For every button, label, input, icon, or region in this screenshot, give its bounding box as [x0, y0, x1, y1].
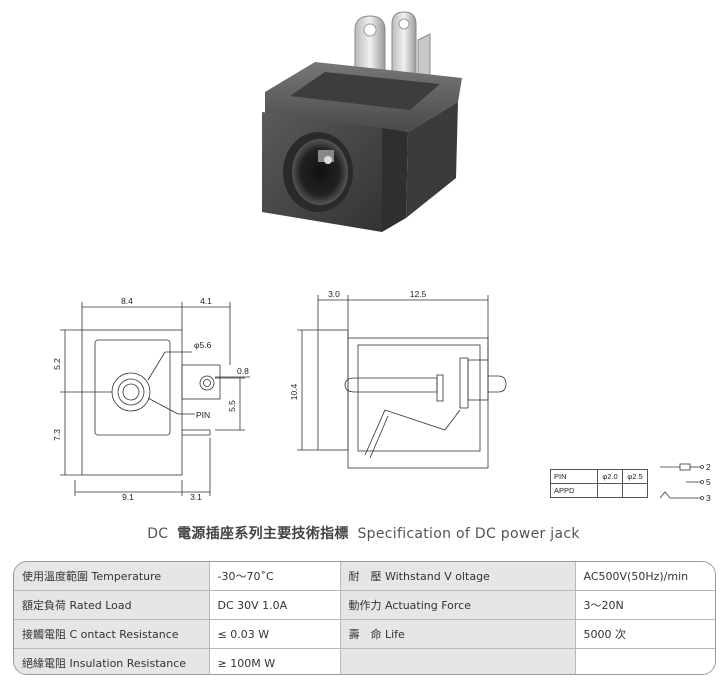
title-prefix: DC [147, 526, 169, 542]
spec-label: 耐 壓 Withstand V oltage [340, 562, 576, 591]
table-row: 使用溫度範圍 Temperature -30～70˚C 耐 壓 Withstan… [14, 562, 715, 591]
schematic-pin: 3 [706, 493, 711, 503]
dim-text: 0.8 [237, 366, 249, 376]
pin-table-cell [597, 483, 623, 498]
schematic-pin: 2 [706, 462, 711, 472]
pin-table-cell: PIN [550, 469, 598, 484]
table-row: 絕緣電阻 Insulation Resistance ≥ 100M W [14, 648, 715, 674]
dim-text: 5.2 [52, 358, 62, 370]
spec-value: AC500V(50Hz)/min [575, 562, 715, 591]
spec-title: DC 電源插座系列主要技術指標 Specification of DC powe… [0, 523, 727, 543]
spec-label: 絕緣電阻 Insulation Resistance [14, 648, 210, 674]
spec-label: 接觸電阻 C ontact Resistance [14, 619, 210, 649]
dim-text: 4.1 [200, 296, 212, 306]
spec-value: -30～70˚C [209, 562, 341, 591]
spec-label: 壽 命 Life [340, 619, 576, 649]
dim-text: 3.0 [328, 289, 340, 299]
spec-value: 5000 次 [575, 619, 715, 649]
table-row: 接觸電阻 C ontact Resistance ≤ 0.03 W 壽 命 Li… [14, 619, 715, 649]
pin-table-cell [622, 483, 648, 498]
spec-value [575, 648, 715, 674]
dim-text: 10.4 [289, 383, 299, 400]
title-english: Specification of DC power jack [357, 526, 580, 542]
spec-value: ≥ 100M W [209, 648, 341, 674]
title-chinese: 電源插座系列主要技術指標 [177, 526, 349, 542]
dim-text: 12.5 [410, 289, 427, 299]
schematic-pin: 5 [706, 477, 711, 487]
pin-table-row: APPD [550, 483, 648, 498]
pin-label: PIN [196, 410, 210, 420]
dim-text: 9.1 [122, 492, 134, 502]
spec-value: DC 30V 1.0A [209, 590, 341, 620]
spec-label: 使用溫度範圍 Temperature [14, 562, 210, 591]
pin-table-row: PIN φ2.0 φ2.5 [550, 469, 648, 484]
spec-value: ≤ 0.03 W [209, 619, 341, 649]
dimension-drawing: 8.4 4.1 5.2 7.3 0.8 5.5 φ5.6 PIN 9.1 3.1… [52, 289, 711, 503]
spec-label: 額定負荷 Rated Load [14, 590, 210, 620]
dim-text: 5.5 [227, 400, 237, 412]
spec-table: 使用溫度範圍 Temperature -30～70˚C 耐 壓 Withstan… [13, 561, 716, 675]
spec-value: 3～20N [575, 590, 715, 620]
pin-table-cell: APPD [550, 483, 598, 498]
pin-table-cell: φ2.0 [597, 469, 623, 484]
dim-text: 7.3 [52, 429, 62, 441]
product-photo [262, 11, 462, 232]
table-row: 額定負荷 Rated Load DC 30V 1.0A 動作力 Actuatin… [14, 590, 715, 620]
pin-table: PIN φ2.0 φ2.5 APPD [550, 469, 648, 498]
spec-label [340, 648, 576, 674]
dim-text: φ5.6 [194, 340, 212, 350]
dim-text: 3.1 [190, 492, 202, 502]
spec-label: 動作力 Actuating Force [340, 590, 576, 620]
dim-text: 8.4 [121, 296, 133, 306]
pin-table-cell: φ2.5 [622, 469, 648, 484]
